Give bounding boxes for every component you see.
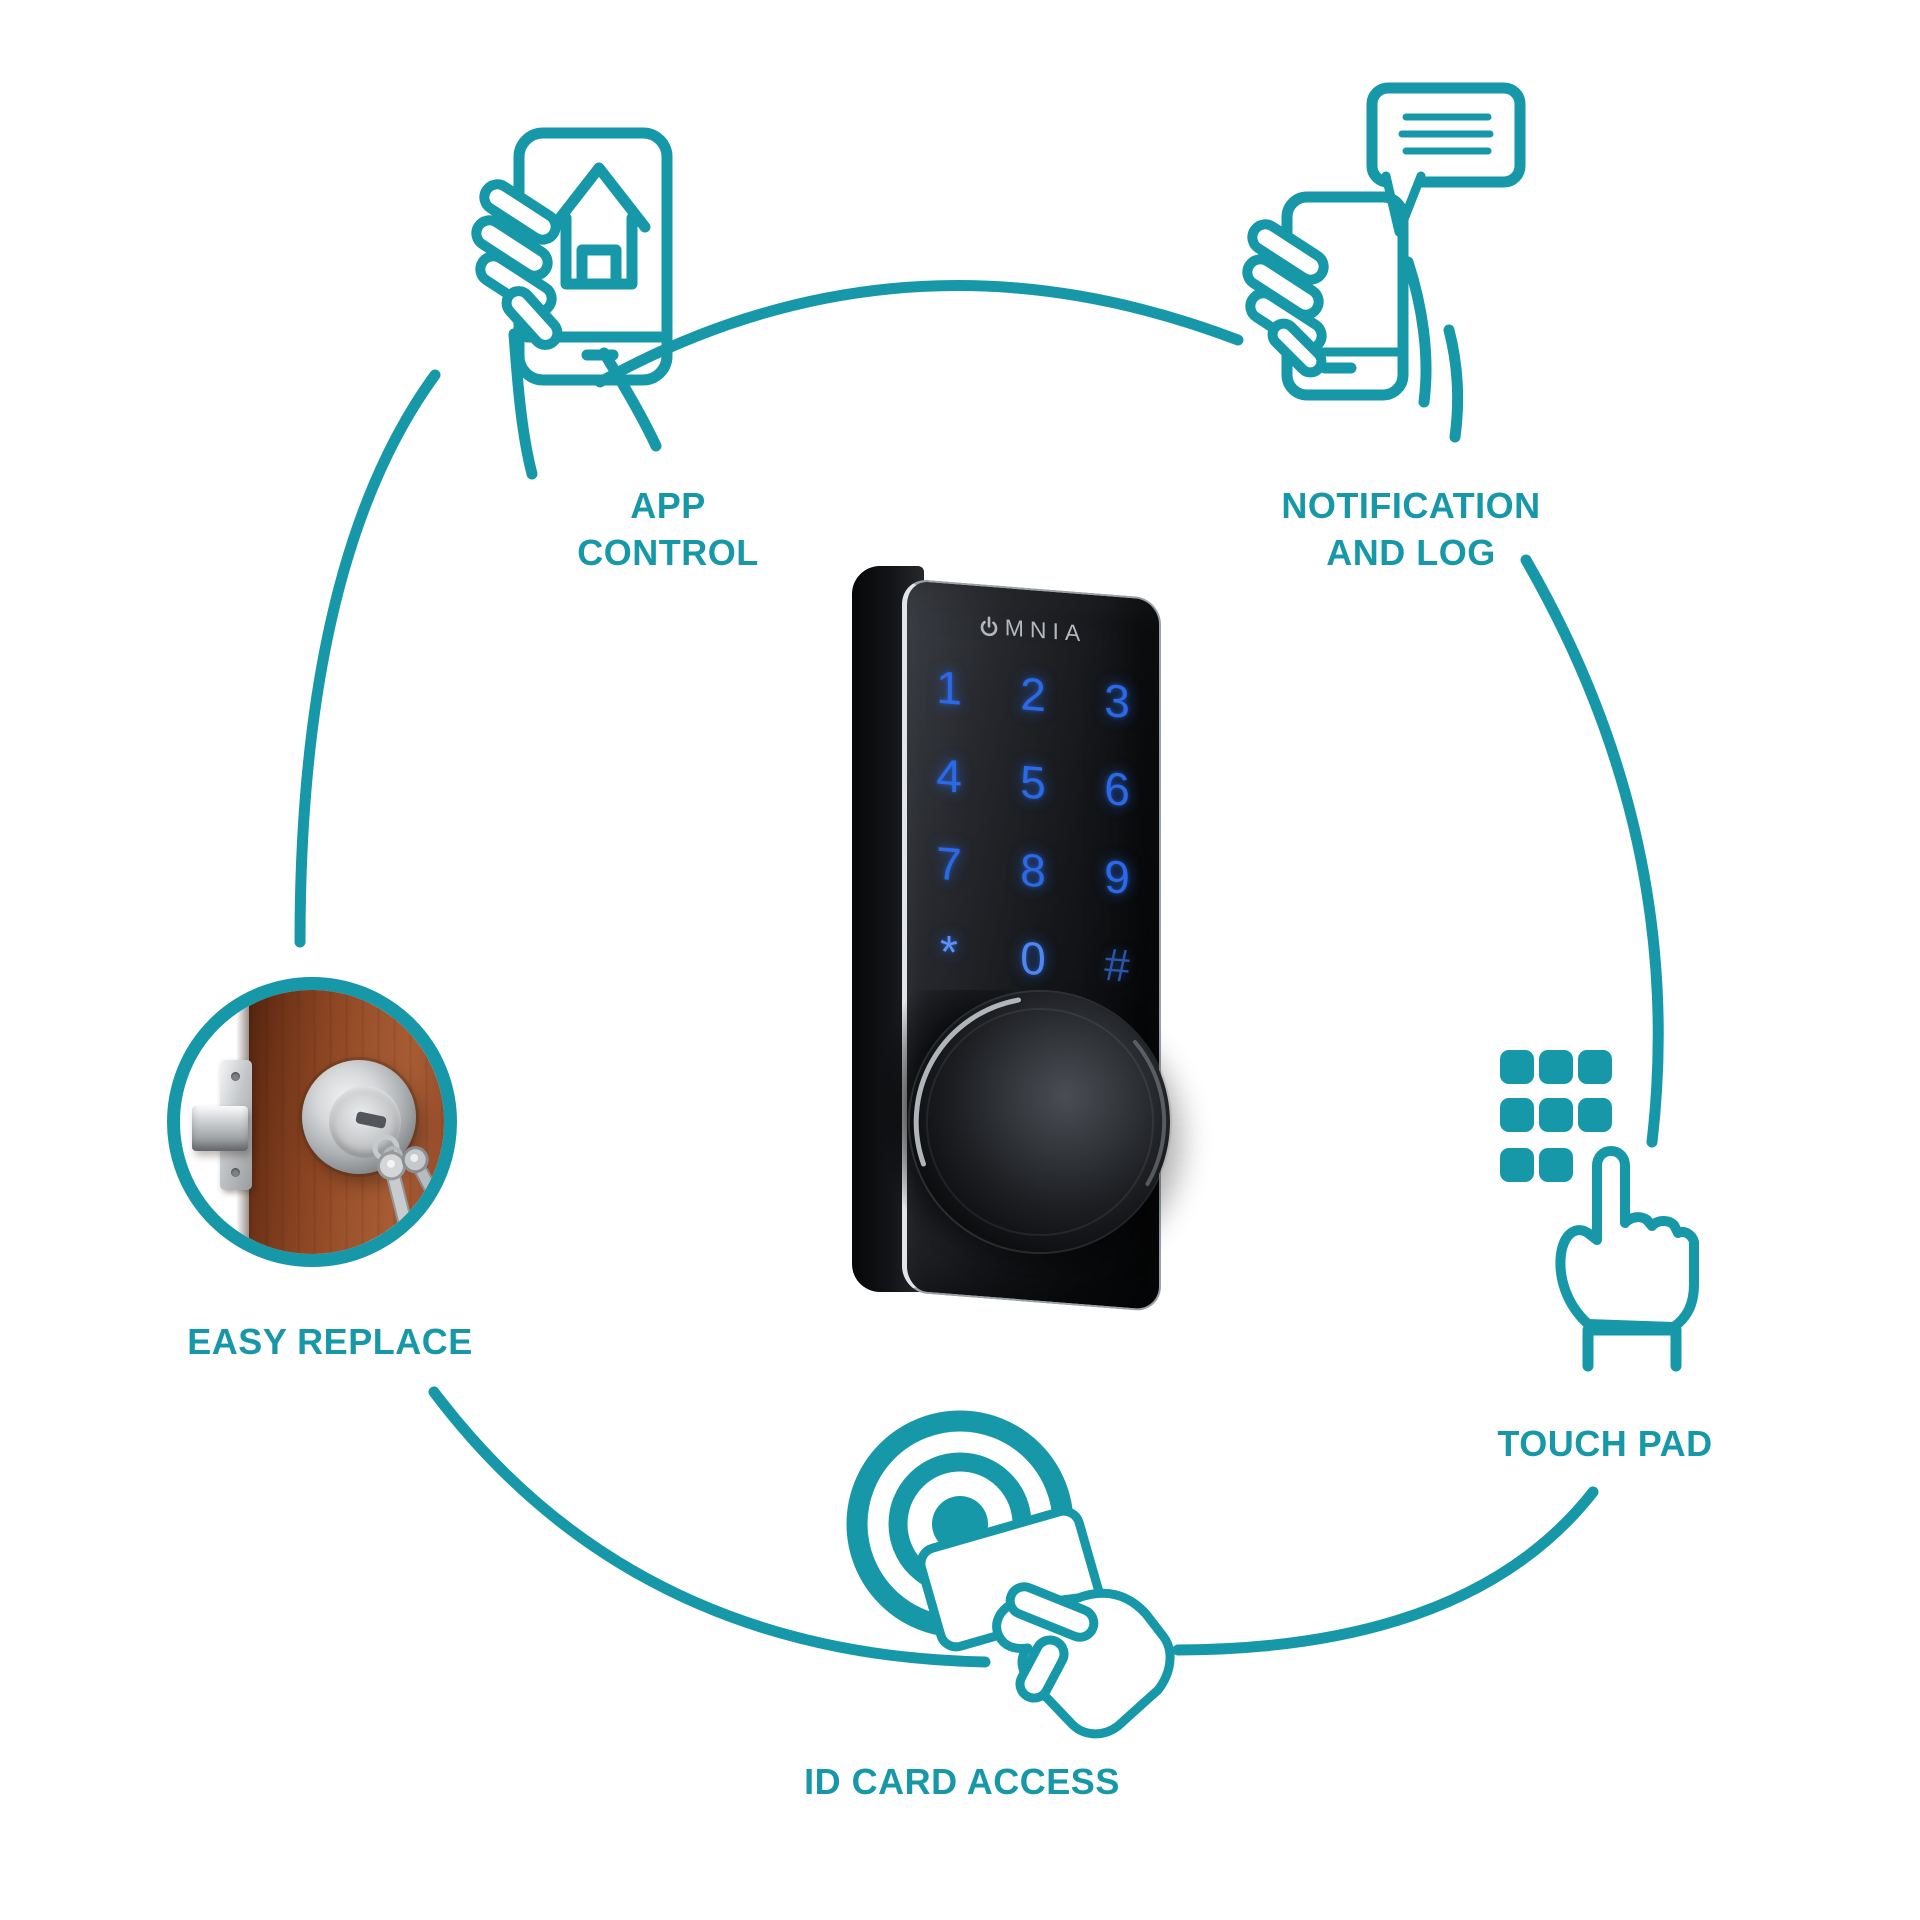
keypad-key: 2 (1020, 667, 1046, 722)
index-finger (1005, 1582, 1099, 1642)
pointing-hand (1555, 1146, 1699, 1332)
keypad-key: * (940, 924, 958, 979)
house-door (576, 244, 622, 290)
device-face: MNIA 1 2 3 4 5 6 7 8 9 * 0 # (902, 578, 1161, 1313)
keypad-key: 8 (1020, 843, 1046, 898)
gripping-fingers (1242, 219, 1329, 378)
keypad-key: 1 (936, 660, 962, 715)
touch-keypad: 1 2 3 4 5 6 7 8 9 * 0 # (907, 640, 1159, 1012)
thumb (1015, 1635, 1069, 1703)
gripping-fingers (471, 179, 563, 350)
hanging-keys-icon (372, 1134, 444, 1250)
keypad-key: 7 (936, 836, 962, 891)
arc-upper-right (1520, 554, 1664, 1148)
arc-upper-left (294, 369, 441, 948)
latch-bolt (192, 1106, 248, 1151)
phone-chat-hand-icon (1242, 82, 1526, 443)
house-roof (547, 162, 651, 233)
arm-line-inner (1402, 256, 1432, 408)
wrist-line-right (598, 347, 662, 452)
arm-line-outer (1443, 324, 1464, 443)
label-line: NOTIFICATION (1281, 485, 1541, 526)
power-icon (980, 616, 998, 637)
house-walls (560, 212, 638, 290)
keypad-key: 3 (1104, 673, 1130, 728)
keypad-key: 5 (1020, 755, 1046, 810)
deadbolt-photo-content (180, 990, 444, 1254)
lock-knob (910, 992, 1170, 1252)
label-easy-replace: EASY REPLACE (170, 1318, 490, 1365)
keypad-squares (1500, 1050, 1612, 1182)
holding-hand (992, 1588, 1175, 1739)
keypad-key: 0 (1020, 931, 1046, 986)
label-line: AND LOG (1326, 532, 1496, 573)
arc-lower-left (428, 1386, 991, 1668)
label-line: CONTROL (577, 532, 759, 573)
label-app-control: APP CONTROL (508, 482, 828, 576)
keypad-key: 4 (936, 748, 962, 803)
chat-bubble (1366, 82, 1526, 188)
arc-top (594, 280, 1244, 388)
smart-lock-product: MNIA 1 2 3 4 5 6 7 8 9 * 0 # (850, 552, 1190, 1322)
knob-highlights (913, 997, 1167, 1236)
keypad-key: # (1104, 937, 1130, 992)
wrist-line-left (508, 328, 538, 480)
chat-text-lines (1398, 113, 1494, 155)
keypad-finger-icon (1500, 1050, 1699, 1372)
label-line: ID CARD ACCESS (804, 1761, 1120, 1802)
label-line: APP (630, 485, 706, 526)
label-id-card-access: ID CARD ACCESS (752, 1758, 1172, 1805)
keypad-key: 9 (1104, 849, 1130, 904)
device-logo: MNIA (907, 606, 1159, 653)
label-line: TOUCH PAD (1497, 1423, 1713, 1464)
phone-home-hand-icon (471, 127, 673, 480)
label-touch-pad: TOUCH PAD (1445, 1420, 1765, 1467)
label-notification-and-log: NOTIFICATION AND LOG (1251, 482, 1571, 576)
key-1 (376, 1151, 418, 1250)
brand-text: MNIA (1004, 614, 1087, 647)
wrist-cuff (1582, 1324, 1682, 1372)
arc-lower-right (1172, 1486, 1599, 1656)
card-tap-hand-icon (846, 1410, 1175, 1739)
key-2 (401, 1146, 444, 1228)
connector-arcs (294, 280, 1664, 1668)
label-line: EASY REPLACE (187, 1321, 473, 1362)
easy-replace-photo (167, 977, 457, 1267)
keypad-key: 6 (1104, 761, 1130, 816)
